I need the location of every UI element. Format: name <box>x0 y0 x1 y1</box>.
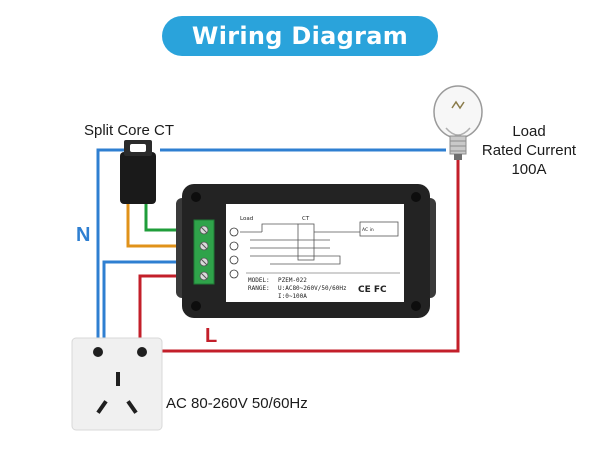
neutral-wire-meter <box>102 260 210 352</box>
ac-supply-label: AC 80-260V 50/60Hz <box>166 395 308 412</box>
wall-socket-icon <box>71 337 163 431</box>
diagram-title: Wiring Diagram <box>162 16 438 56</box>
power-meter-icon: Load CT AC in MODEL: PZEM-022 RANGE: U:A… <box>176 184 436 318</box>
load-label-line2: Rated Current <box>481 142 577 159</box>
meter-model-value: PZEM-022 <box>278 277 307 284</box>
load-label: Load Rated Current 100A <box>466 122 592 179</box>
load-label-line1: Load <box>512 123 546 140</box>
meter-cert-marks: CE FC <box>358 285 387 295</box>
meter-panel-load: Load <box>240 216 253 222</box>
meter-panel-ct: CT <box>302 216 310 222</box>
terminal-block <box>193 219 215 285</box>
ct-label: Split Core CT <box>84 122 175 139</box>
neutral-label: N <box>76 224 91 246</box>
meter-panel-sub: AC in <box>362 227 374 233</box>
line-wire-load <box>144 160 460 353</box>
light-bulb-icon <box>433 85 483 160</box>
load-label-line3: 100A <box>511 161 547 178</box>
split-core-ct-icon <box>120 140 156 204</box>
meter-range-u: U:AC80~260V/50/60Hz <box>278 285 347 292</box>
line-label: L <box>205 325 218 347</box>
neutral-wire-top <box>96 148 126 352</box>
meter-range-key: RANGE: <box>248 285 270 292</box>
meter-range-i: I:0~100A <box>278 293 307 300</box>
meter-model-key: MODEL: <box>248 277 270 284</box>
